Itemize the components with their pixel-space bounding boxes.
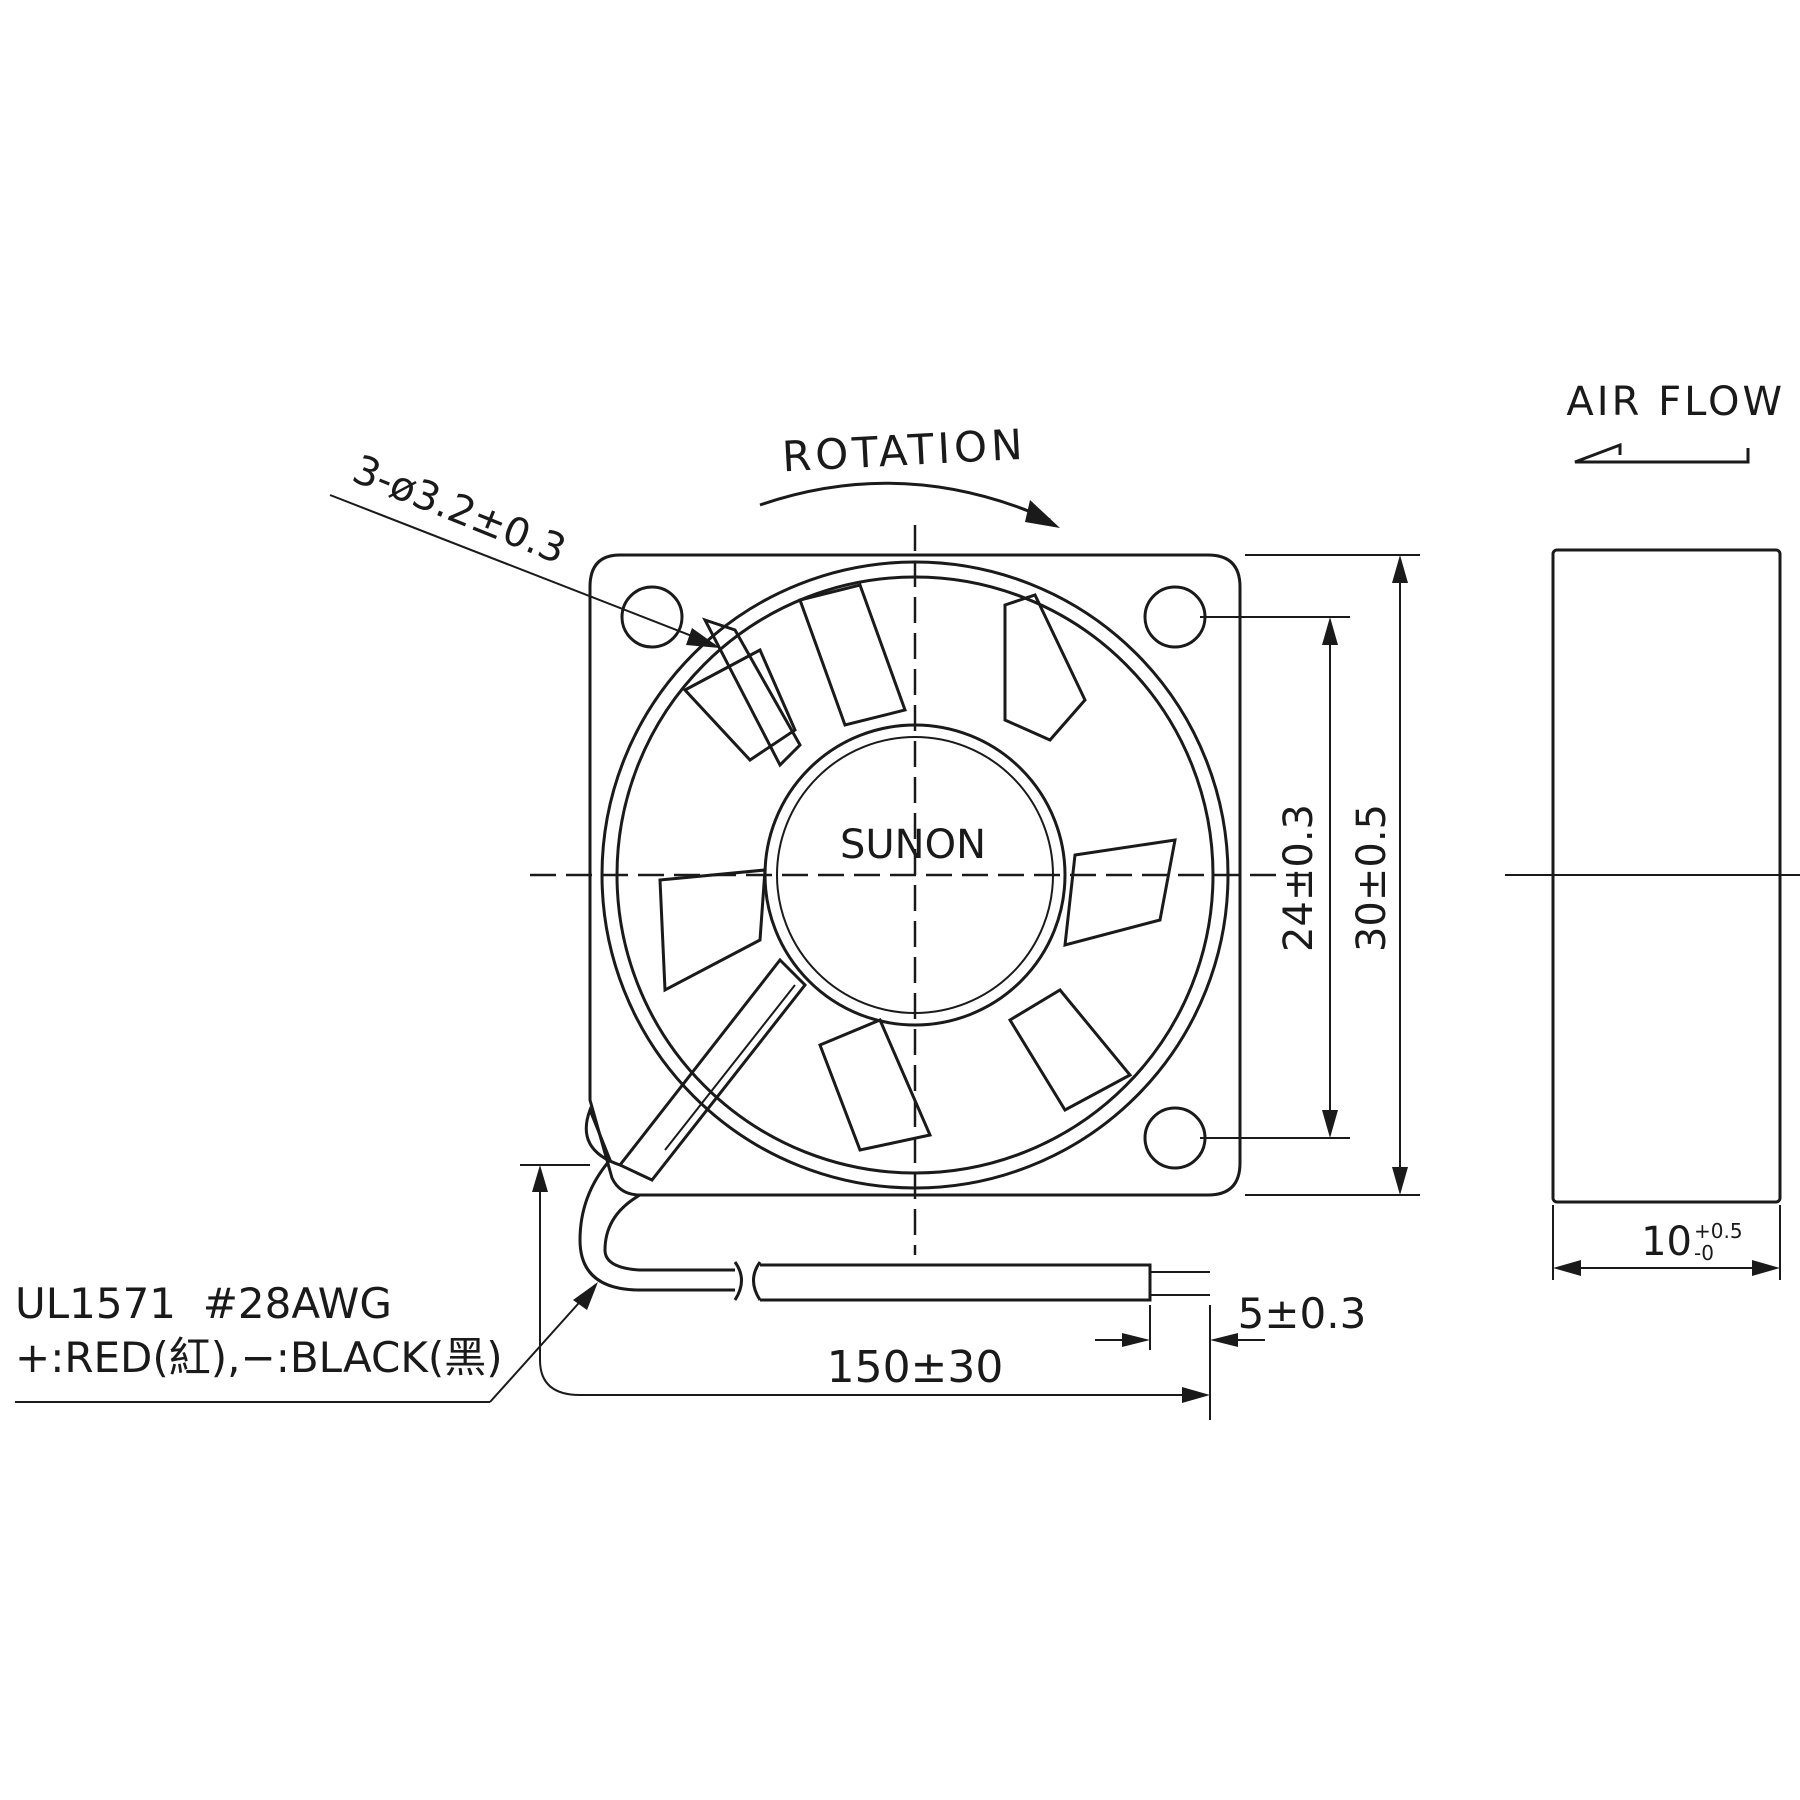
wire-spec-label: UL1571 #28AWG <box>15 1279 392 1328</box>
wire-channel <box>617 617 808 1182</box>
dim-arrowhead <box>1322 617 1338 645</box>
lead-wire-jacket <box>760 1263 1152 1302</box>
wire-colors-label: +:RED(紅),−:BLACK(黑) <box>15 1333 503 1382</box>
spoke <box>701 617 802 768</box>
lead-wire-break <box>733 1261 762 1301</box>
dim-arrowhead <box>1752 1260 1780 1276</box>
dim-depth-label: 10 <box>1641 1219 1692 1265</box>
fan-blade <box>682 647 797 762</box>
brand-label: SUNON <box>840 822 986 868</box>
lead-wire-inner <box>603 1193 735 1272</box>
hole-leader-line <box>329 494 716 646</box>
dim-arrowhead <box>532 1165 548 1192</box>
mounting-hole-top-right <box>1143 585 1207 649</box>
hole-spec-label: 3-ø3.2±0.3 <box>346 447 572 574</box>
fan-blade <box>1007 988 1133 1112</box>
lead-wire-outer <box>578 1105 735 1292</box>
spoke <box>664 984 796 1151</box>
fan-blades <box>658 583 1177 1152</box>
fan-blade <box>1063 838 1177 948</box>
dim-frame-label: 30±0.5 <box>1349 804 1395 952</box>
rotation-arrowhead <box>1025 500 1060 528</box>
rotation-arrow <box>759 481 1051 522</box>
dim-depth-tol-lower: -0 <box>1694 1241 1714 1265</box>
rotation-label: ROTATION <box>781 420 1028 482</box>
airflow-label: AIR FLOW <box>1566 379 1785 425</box>
fan-blade <box>818 1018 933 1152</box>
dim-arrowhead <box>1392 1167 1408 1195</box>
fan-blade <box>798 583 907 727</box>
dim-lead-length-label: 150±30 <box>827 1342 1004 1393</box>
side-view: AIR FLOW 10 +0.5 -0 <box>1505 379 1800 1280</box>
wire-leader-arrowhead <box>573 1282 598 1310</box>
dim-strip-label: 5±0.3 <box>1238 1289 1367 1338</box>
dim-arrowhead <box>1322 1110 1338 1138</box>
mounting-hole-bottom-right <box>1143 1106 1207 1170</box>
dim-arrowhead <box>1553 1260 1581 1276</box>
dim-arrowhead <box>1122 1333 1150 1347</box>
fan-blade <box>658 868 767 993</box>
airflow-arrow <box>1574 442 1750 464</box>
dim-arrowhead <box>1392 555 1408 583</box>
mounting-hole-top-left <box>620 585 684 649</box>
lead-wire <box>578 1105 1210 1302</box>
dim-line-lead-corner <box>539 1359 1195 1396</box>
wire-leader-line <box>489 1284 596 1403</box>
fan-blade <box>1003 593 1087 742</box>
dim-arrowhead <box>1182 1387 1210 1403</box>
spoke <box>617 957 808 1182</box>
dim-hole-pitch-label: 24±0.3 <box>1276 804 1322 952</box>
hole-leader-arrowhead <box>686 628 720 648</box>
fan-frame-outline <box>588 553 1242 1197</box>
dim-depth-tol-upper: +0.5 <box>1694 1219 1743 1243</box>
dim-arrowhead <box>1210 1333 1238 1347</box>
front-view: SUNON ROTATION 3-ø3.2±0.3 24±0.3 30±0.5 <box>15 420 1420 1420</box>
